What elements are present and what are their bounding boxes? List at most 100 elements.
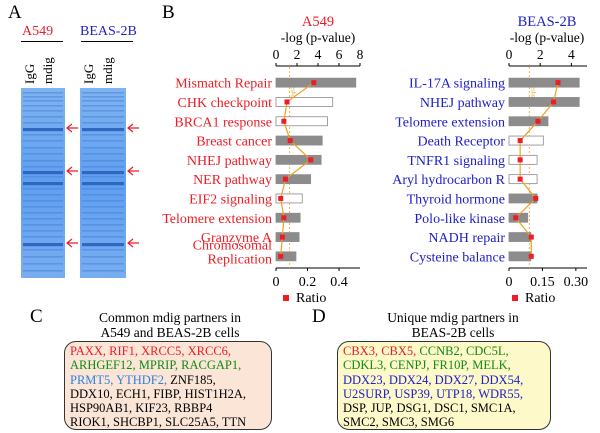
gel-band-1-3: [82, 105, 124, 107]
boxD-line-0: CBX3, CBX5, CCNB2, CDC5L,: [343, 344, 545, 358]
gel-band-1-17: [82, 188, 124, 190]
chart-ratio-point-1-1: [551, 99, 557, 105]
chart-threshold-label-0: Threshold: [290, 78, 296, 102]
gel-band-1-16: [82, 182, 124, 186]
chart-category-label-1-9: Cysteine balance: [410, 250, 505, 265]
chart-bottom-ticklabel-0-2: 0.4: [330, 275, 348, 290]
chart-legend-label-0: Ratio: [296, 291, 326, 305]
gel-band-0-6: [23, 122, 63, 124]
chart-bar-1-2: [508, 116, 549, 127]
chart-ratio-point-0-4: [308, 157, 314, 163]
chart-top-ticklabel-0-1: 2: [294, 47, 301, 62]
chart-bottom-ticklabel-0-1: 0.2: [299, 275, 317, 290]
chart-ratio-point-1-2: [535, 118, 541, 124]
gel-band-0-10: [23, 147, 63, 149]
chart-ratio-point-0-5: [282, 176, 288, 182]
gel-band-1-7: [82, 128, 124, 132]
chart-category-label-0-4: NHEJ pathway: [187, 154, 272, 169]
gel-band-1-4: [82, 110, 124, 112]
chart-ratio-point-0-9: [278, 253, 284, 259]
gel-band-1-20: [82, 206, 124, 208]
gel-band-1-23: [82, 224, 124, 226]
gel-band-1-28: [82, 256, 124, 258]
chart-category-label-0-1: CHK checkpoint: [178, 96, 273, 111]
gel-band-1-21: [82, 212, 124, 214]
gel-title-a549: A549: [22, 24, 54, 39]
chart-title-0: A549: [302, 14, 334, 30]
box-c-title-line2: A549 and BEAS-2B cells: [100, 325, 240, 340]
chart-ratio-line-0: [280, 82, 315, 257]
gel-band-1-9: [82, 140, 124, 142]
box-d-title-line2: BEAS-2B cells: [411, 325, 495, 340]
boxD-line-1: CDKL3, CENPJ, FR10P, MELK,: [343, 358, 545, 372]
boxD-segment-1-0: CDKL3, CENPJ, FR10P, MELK,: [343, 358, 511, 373]
chart-bottom-ticklabel-1-1: 0.15: [530, 275, 555, 290]
gel-band-0-25: [23, 236, 63, 238]
gel-band-0-28: [23, 256, 63, 258]
gel-band-1-19: [82, 200, 124, 202]
chart-category-label-1-1: NHEJ pathway: [420, 96, 505, 111]
chart-bar-0-4: [275, 154, 322, 165]
gel-band-0-30: [23, 270, 63, 272]
chart-category-label-0-6: EIF2 signaling: [189, 192, 272, 207]
gel-band-0-29: [23, 263, 63, 265]
gel-band-1-29: [82, 263, 124, 265]
chart-legend-marker-1: [512, 295, 518, 301]
gel-band-0-2: [23, 100, 63, 102]
gel-band-1-12: [82, 160, 124, 162]
boxC-line-2: PRMT5, YTHDF2, ZNF185,: [70, 373, 266, 387]
gel-band-0-4: [23, 110, 63, 112]
gel-band-0-3: [23, 105, 63, 107]
gel-band-0-7: [23, 128, 63, 132]
box-d-title: Unique mdig partners in BEAS-2B cells: [328, 310, 578, 340]
arrow-beas-2: [127, 166, 139, 176]
chart-ratio-point-0-6: [278, 195, 284, 201]
gel-band-1-10: [82, 147, 124, 149]
chart-xlabel-top-0: -log (p-value): [281, 30, 356, 45]
chart-ratio-point-1-6: [533, 195, 539, 201]
chart-legend-marker-0: [283, 295, 289, 301]
boxC-line-5: RIOK1, SHCBP1, SLC25A5, TTN: [70, 415, 266, 429]
chart-top-ticklabel-1-0: 0: [506, 47, 513, 62]
gel-lane-label-3: mdig: [100, 57, 115, 84]
gel-band-0-11: [23, 153, 63, 155]
chart-category-label-0-3: Breast cancer: [196, 135, 272, 150]
box-d-title-line1: Unique mdig partners in: [387, 310, 519, 325]
chart-ratio-point-1-9: [528, 253, 534, 259]
gel-band-0-8: [23, 134, 63, 136]
gel-underline-beas: [81, 41, 133, 42]
chart-category-label-1-6: Thyroid hormone: [407, 192, 505, 207]
boxD-segment-2-0: DDX23, DDX24, DDX27, DDX54,: [343, 372, 524, 387]
gel-band-1-27: [82, 249, 124, 251]
gel-band-0-26: [23, 243, 63, 247]
gel-band-1-30: [82, 270, 124, 272]
chart-bar-0-2: [275, 116, 328, 127]
gel-lane-label-1: mdig: [40, 57, 55, 84]
boxC-line-1: ARHGEF12, MPRIP, RACGAP1,: [70, 358, 266, 372]
chart-category-label-1-8: NADH repair: [428, 231, 505, 246]
box-c-title-line1: Common mdig partners in: [98, 310, 242, 325]
gel-band-0-14: [23, 171, 63, 175]
gel-band-1-24: [82, 230, 124, 232]
chart-bar-1-3: [508, 135, 544, 146]
gel-band-1-2: [82, 100, 124, 102]
box-c-title: Common mdig partners in A549 and BEAS-2B…: [40, 310, 300, 340]
gel-band-1-1: [82, 96, 124, 98]
chart-top-ticklabel-0-2: 4: [315, 47, 322, 62]
boxD-line-5: SMC2, SMC3, SMG6: [343, 415, 545, 429]
gel-band-0-9: [23, 140, 63, 142]
panel-label-b: B: [162, 2, 175, 23]
chart-category-label-1-2: Telomere extension: [395, 115, 505, 130]
boxC-segment-4-0: HSP90AB1, KIF23, RBBP4: [70, 401, 213, 416]
boxD-line-4: DSP, JUP, DSG1, DSC1, SMC1A,: [343, 401, 545, 415]
boxC-segment-0-0: PAXX, RIF1, XRCC5, XRCC6,: [70, 344, 232, 358]
chart-ratio-point-0-7: [281, 215, 287, 221]
gel-band-1-14: [82, 171, 124, 175]
gel-bands: [23, 92, 124, 272]
chart-ratio-point-0-2: [281, 118, 287, 124]
gel-band-0-20: [23, 206, 63, 208]
boxD-segment-0-0: CBX3, CBX5,: [343, 344, 420, 358]
